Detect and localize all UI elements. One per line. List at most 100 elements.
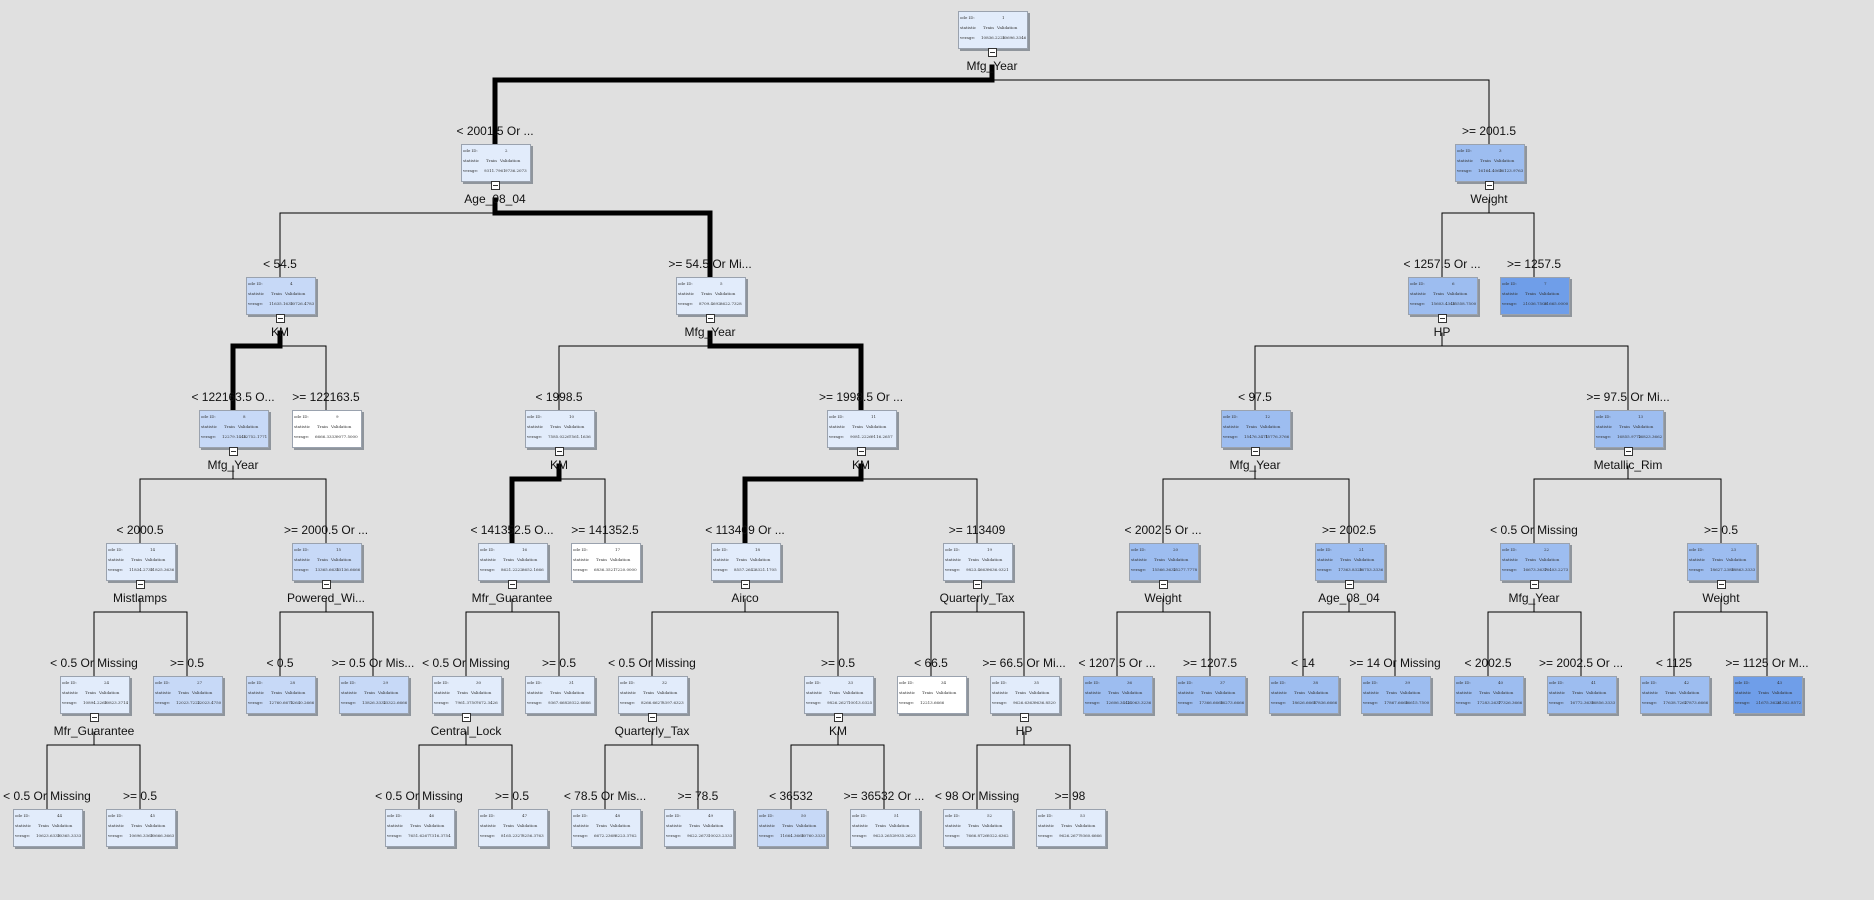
train-average: 12760.6670 xyxy=(269,700,294,705)
split-variable: Age_08_04 xyxy=(1318,591,1380,605)
collapse-toggle[interactable] xyxy=(973,580,982,589)
collapse-toggle[interactable] xyxy=(1530,580,1539,589)
node-id-label: ode ID: xyxy=(620,680,635,685)
node-id-label: ode ID: xyxy=(1596,414,1611,419)
collapse-toggle[interactable] xyxy=(1485,181,1494,190)
collapse-toggle[interactable] xyxy=(857,447,866,456)
validation-average: 21302.8572 xyxy=(1777,700,1802,705)
collapse-toggle[interactable] xyxy=(1717,580,1726,589)
statistic-label: statistic xyxy=(1457,158,1474,163)
node-number: 41 xyxy=(1591,680,1597,685)
train-header: Train xyxy=(1480,158,1491,163)
node-number: 27 xyxy=(197,680,203,685)
collapse-toggle[interactable] xyxy=(462,713,471,722)
collapse-toggle[interactable] xyxy=(834,713,843,722)
collapse-toggle[interactable] xyxy=(648,713,657,722)
collapse-toggle[interactable] xyxy=(1159,580,1168,589)
node-id-label: ode ID: xyxy=(1410,281,1425,286)
collapse-toggle[interactable] xyxy=(741,580,750,589)
collapse-toggle[interactable] xyxy=(1251,447,1260,456)
collapse-toggle[interactable] xyxy=(508,580,517,589)
statistic-label: statistic xyxy=(1317,557,1334,562)
statistic-label: statistic xyxy=(1549,690,1566,695)
split-condition: >= 14 Or Missing xyxy=(1349,656,1441,670)
split-condition: < 0.5 Or Missing xyxy=(608,656,696,670)
collapse-toggle[interactable] xyxy=(276,314,285,323)
validation-header: Validation xyxy=(796,823,817,828)
collapse-toggle[interactable] xyxy=(1624,447,1633,456)
collapse-toggle[interactable] xyxy=(1345,580,1354,589)
collapse-toggle[interactable] xyxy=(988,48,997,57)
statistic-label: statistic xyxy=(759,823,776,828)
train-average: 10623.6333 xyxy=(36,833,61,838)
collapse-toggle[interactable] xyxy=(229,447,238,456)
collapse-toggle[interactable] xyxy=(90,713,99,722)
average-label: verage: xyxy=(527,700,543,705)
collapse-toggle[interactable] xyxy=(1438,314,1447,323)
validation-average: 12752.1771 xyxy=(243,434,268,439)
collapse-toggle[interactable] xyxy=(706,314,715,323)
node-id-label: ode ID: xyxy=(573,813,588,818)
collapse-toggle[interactable] xyxy=(1020,713,1029,722)
collapse-toggle[interactable] xyxy=(555,447,564,456)
split-condition: < 141352.5 O... xyxy=(470,523,554,537)
statistic-label: statistic xyxy=(434,690,451,695)
collapse-toggle[interactable] xyxy=(322,580,331,589)
train-header: Train xyxy=(1712,557,1723,562)
split-variable: HP xyxy=(1433,325,1451,339)
collapse-toggle[interactable] xyxy=(491,181,500,190)
collapse-toggle[interactable] xyxy=(136,580,145,589)
